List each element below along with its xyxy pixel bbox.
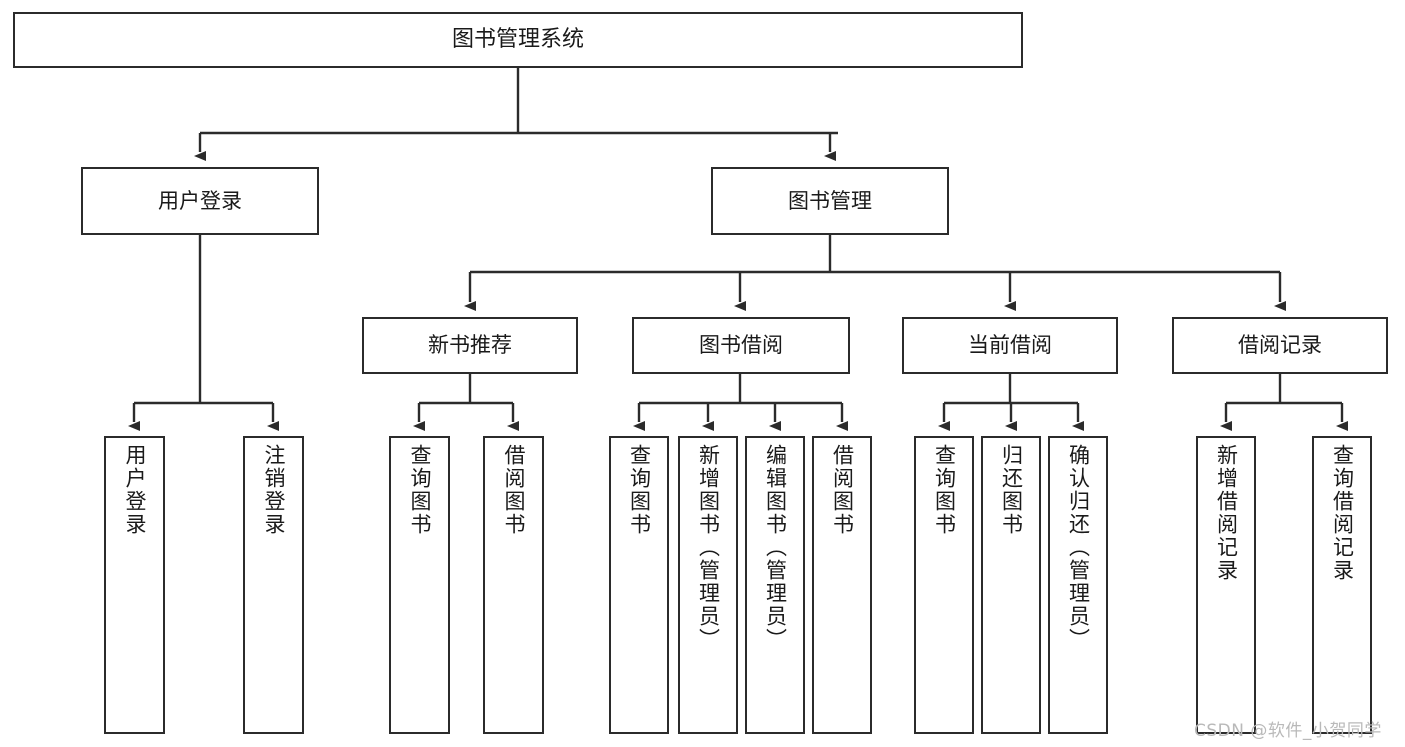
- node-leaf-confirm-return-admin[interactable]: 确认归还（管理员）: [1048, 436, 1108, 734]
- node-leaf-borrow-book-1[interactable]: 借阅图书: [483, 436, 544, 734]
- node-root[interactable]: 图书管理系统: [13, 12, 1023, 68]
- node-borrow-record[interactable]: 借阅记录: [1172, 317, 1388, 374]
- node-current-borrow[interactable]: 当前借阅: [902, 317, 1118, 374]
- node-root-label: 图书管理系统: [451, 27, 584, 53]
- node-book-borrow-label: 图书借阅: [699, 333, 783, 358]
- node-leaf-user-login[interactable]: 用户登录: [104, 436, 165, 734]
- node-leaf-query-book-1[interactable]: 查询图书: [389, 436, 450, 734]
- node-leaf-user-logout[interactable]: 注销登录: [243, 436, 304, 734]
- node-book-manage[interactable]: 图书管理: [711, 167, 949, 235]
- csdn-watermark: CSDN @软件_小贺同学: [1194, 716, 1382, 741]
- node-leaf-add-book-admin[interactable]: 新增图书（管理员）: [678, 436, 738, 734]
- node-leaf-query-book-2-label: 查询图书: [627, 444, 652, 536]
- node-leaf-query-borrow-record[interactable]: 查询借阅记录: [1312, 436, 1372, 734]
- node-leaf-confirm-return-admin-label: 确认归还（管理员）: [1066, 444, 1091, 651]
- node-borrow-record-label: 借阅记录: [1238, 333, 1322, 358]
- csdn-watermark-text: CSDN @软件_小贺同学: [1194, 721, 1382, 741]
- node-leaf-user-login-label: 用户登录: [123, 444, 147, 536]
- node-leaf-add-borrow-record[interactable]: 新增借阅记录: [1196, 436, 1256, 734]
- node-new-book-recommend[interactable]: 新书推荐: [362, 317, 578, 374]
- node-leaf-return-book[interactable]: 归还图书: [981, 436, 1041, 734]
- node-current-borrow-label: 当前借阅: [968, 333, 1052, 358]
- node-leaf-edit-book-admin-label: 编辑图书（管理员）: [763, 444, 788, 651]
- node-leaf-borrow-book-1-label: 借阅图书: [502, 444, 526, 536]
- node-leaf-user-logout-label: 注销登录: [262, 444, 286, 536]
- node-new-book-recommend-label: 新书推荐: [428, 333, 512, 358]
- node-leaf-return-book-label: 归还图书: [999, 444, 1024, 536]
- node-user-login[interactable]: 用户登录: [81, 167, 319, 235]
- node-leaf-query-book-3[interactable]: 查询图书: [914, 436, 974, 734]
- node-leaf-add-book-admin-label: 新增图书（管理员）: [696, 444, 721, 651]
- node-book-borrow[interactable]: 图书借阅: [632, 317, 850, 374]
- node-leaf-edit-book-admin[interactable]: 编辑图书（管理员）: [745, 436, 805, 734]
- node-leaf-add-borrow-record-label: 新增借阅记录: [1214, 444, 1239, 582]
- node-leaf-query-book-2[interactable]: 查询图书: [609, 436, 669, 734]
- node-leaf-query-book-3-label: 查询图书: [932, 444, 957, 536]
- node-leaf-borrow-book-2[interactable]: 借阅图书: [812, 436, 872, 734]
- node-leaf-query-book-1-label: 查询图书: [408, 444, 432, 536]
- node-user-login-label: 用户登录: [158, 188, 242, 213]
- node-book-manage-label: 图书管理: [788, 188, 872, 213]
- node-leaf-borrow-book-2-label: 借阅图书: [830, 444, 855, 536]
- node-leaf-query-borrow-record-label: 查询借阅记录: [1330, 444, 1355, 582]
